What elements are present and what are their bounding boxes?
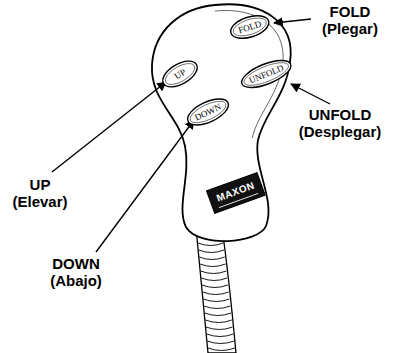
callout-label: UNFOLD (Desplegar): [292, 106, 388, 140]
button-face: [231, 15, 268, 40]
cable-coils: [197, 236, 235, 351]
cable-coil: [203, 292, 229, 295]
button-rim: [228, 11, 272, 42]
cable-coil: [205, 313, 231, 316]
cable-sheath: [196, 228, 236, 353]
badge-plate: [207, 173, 266, 214]
cable-coil: [200, 264, 226, 267]
cable-coil: [202, 285, 228, 288]
button-rim: [238, 55, 294, 93]
cable-coil: [204, 306, 230, 309]
cable-coil: [203, 299, 229, 302]
cable: [196, 228, 236, 353]
cable-coil: [201, 271, 227, 274]
cable-coil: [207, 334, 234, 337]
cable-coil: [198, 243, 223, 246]
callout-label: DOWN (Abajo): [38, 255, 114, 289]
cable-coil: [205, 320, 231, 323]
cable-coil: [199, 257, 224, 260]
button-face: [162, 59, 198, 88]
callout-label: FOLD (Plegar): [313, 3, 387, 37]
leader-line: [291, 84, 330, 104]
button-rim: [184, 94, 232, 131]
leader-lines: [52, 19, 330, 252]
pendant-body: [152, 4, 291, 241]
cable-coil: [201, 278, 227, 281]
callout-label: UP (Elevar): [7, 176, 73, 210]
button-rim: [159, 56, 202, 92]
cable-coil: [207, 341, 234, 344]
button-face: [241, 58, 291, 90]
leader-line: [96, 120, 194, 252]
button-face: [187, 97, 229, 127]
cable-coil: [208, 348, 235, 351]
cable-coil: [206, 327, 233, 330]
leader-line: [52, 82, 166, 172]
leader-line: [274, 19, 311, 23]
cable-coil: [199, 250, 224, 253]
